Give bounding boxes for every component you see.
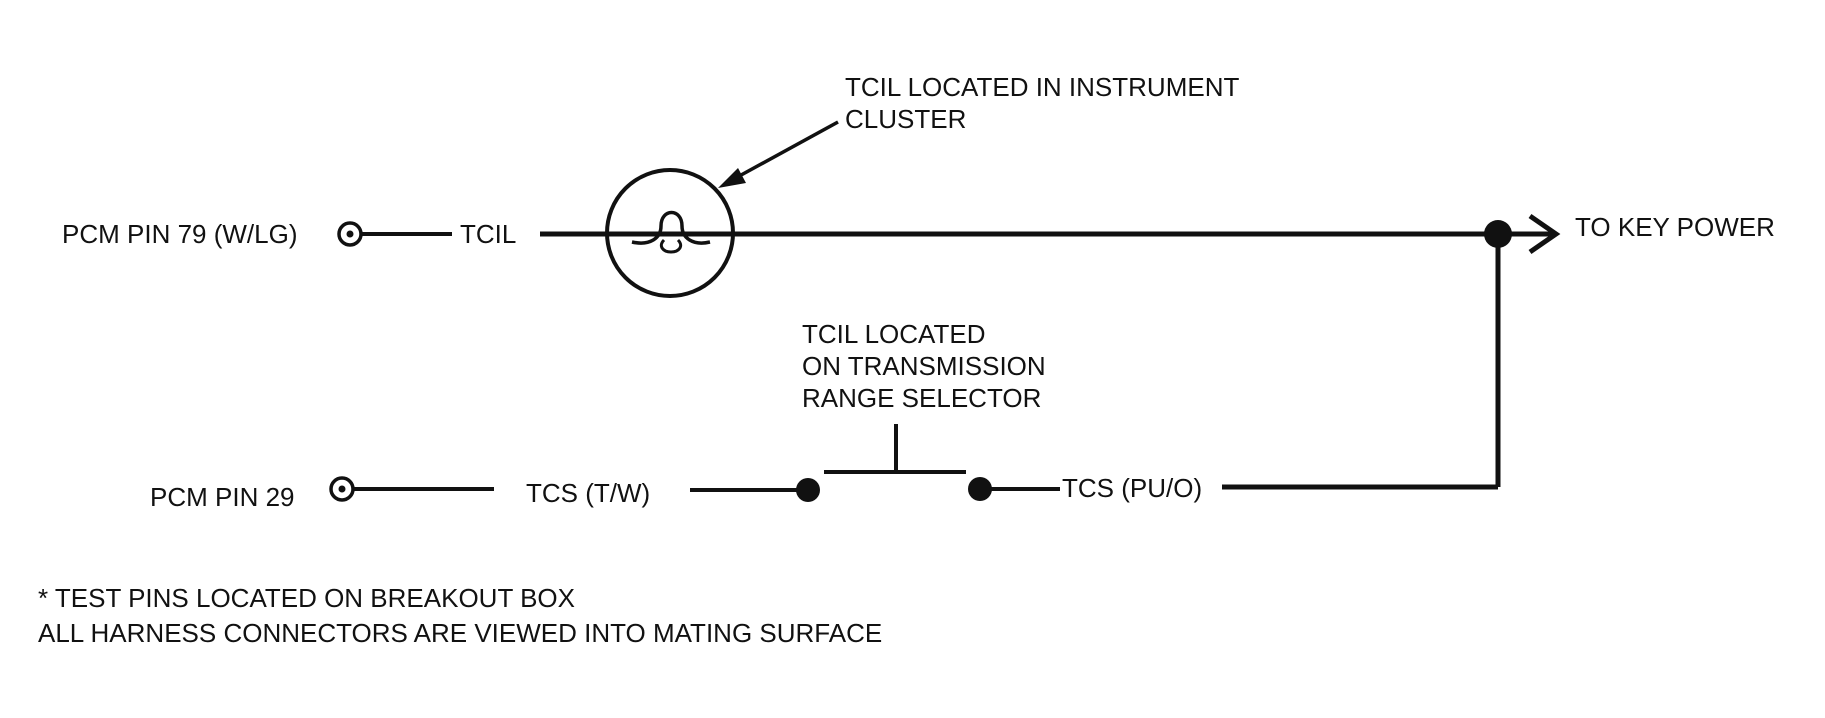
note-test-pins: * TEST PINS LOCATED ON BREAKOUT BOX (38, 583, 575, 613)
tcil-wire-label: TCIL (460, 219, 517, 249)
lamp-callout-arrow-icon (718, 120, 839, 188)
note-harness-connectors: ALL HARNESS CONNECTORS ARE VIEWED INTO M… (38, 618, 883, 648)
pcm-pin-79-test-pin-icon (337, 221, 363, 247)
switch-callout-line-3: RANGE SELECTOR (802, 383, 1042, 413)
switch-callout-line-1: TCIL LOCATED (802, 319, 986, 349)
tcs-tw-wire-label: TCS (T/W) (526, 478, 651, 508)
tcil-lamp-icon (605, 168, 735, 298)
pcm-pin-29-test-pin-icon (329, 476, 355, 502)
key-power-label: TO KEY POWER (1575, 212, 1775, 242)
lamp-callout-line-1: TCIL LOCATED IN INSTRUMENT (845, 72, 1240, 102)
tcs-puo-wire-label: TCS (PU/O) (1062, 473, 1203, 503)
pcm-pin-79-label: PCM PIN 79 (W/LG) (62, 219, 298, 249)
lamp-callout-line-2: CLUSTER (845, 104, 967, 134)
pcm-pin-29-label: PCM PIN 29 (150, 482, 295, 512)
key-power-arrow-icon (1498, 213, 1561, 255)
transmission-range-switch-icon (796, 424, 992, 502)
switch-callout-line-2: ON TRANSMISSION (802, 351, 1046, 381)
